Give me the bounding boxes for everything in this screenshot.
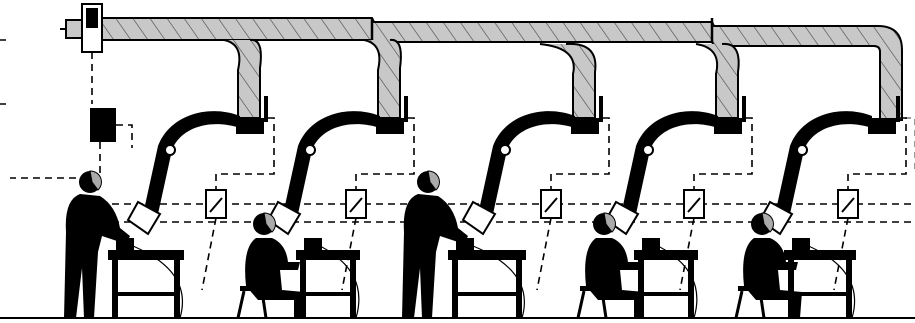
fan-motor [86, 8, 98, 28]
workstation-2 [238, 213, 360, 318]
bench-top [634, 250, 698, 260]
damper-lever [404, 96, 408, 122]
arm-joint [236, 118, 264, 134]
bench-leg-right [516, 260, 522, 318]
bench-leg-right [688, 260, 694, 318]
bench-crossbar [306, 292, 350, 296]
workstation-5 [736, 213, 856, 318]
arm-elbow [165, 145, 175, 155]
bench-top [296, 250, 360, 260]
drop-pipe [540, 44, 595, 118]
damper-lever [599, 96, 603, 122]
drop-pipe [364, 40, 401, 118]
main-extraction-duct [102, 18, 902, 120]
arm-elbow [500, 145, 510, 155]
damper-lever [264, 96, 268, 122]
bench-top [108, 250, 184, 260]
workstation-4 [578, 213, 698, 318]
bench-leg-left [452, 260, 458, 318]
bench-crossbar [118, 292, 174, 296]
workstation-1 [64, 171, 184, 318]
control-box [0, 40, 132, 178]
stool-seat [580, 286, 606, 291]
sensor-switch [206, 190, 226, 218]
arm-joint [376, 118, 404, 134]
bench-crossbar [458, 292, 516, 296]
control-box-body [90, 108, 116, 142]
fan-motor-unit [60, 4, 102, 52]
switch-drop-wire [202, 218, 216, 290]
stool-leg [238, 291, 244, 318]
sensor-switch [684, 190, 704, 218]
stool-leg [578, 291, 584, 318]
arm-elbow [305, 145, 315, 155]
welder-body-seated [245, 238, 304, 318]
bench-leg-right [350, 260, 356, 318]
stool-leg [736, 291, 742, 318]
workstation-3 [402, 171, 526, 318]
drop-pipe [224, 40, 261, 118]
control-wire-side [116, 125, 132, 148]
arm-joint [868, 118, 896, 134]
sensor-switch [541, 190, 561, 218]
main-duct-body [102, 18, 902, 120]
damper-lever [742, 96, 746, 122]
bench-top [448, 250, 526, 260]
workpiece [792, 238, 810, 250]
bench-leg-right [174, 260, 180, 318]
bench-leg-right [846, 260, 852, 318]
bench-leg-left [112, 260, 118, 318]
arm-joint [571, 118, 599, 134]
arm-elbow [643, 145, 653, 155]
workpiece [642, 238, 660, 250]
damper-lever [896, 96, 900, 122]
arm-joint [714, 118, 742, 134]
workpiece [304, 238, 322, 250]
sensor-switch [838, 190, 858, 218]
stool-seat [738, 286, 764, 291]
arm-elbow [797, 145, 807, 155]
sensor-switch [346, 190, 366, 218]
stool-seat [240, 286, 266, 291]
bench-crossbar [644, 292, 688, 296]
drop-pipe [696, 44, 739, 118]
switch-drop-wire [537, 218, 551, 290]
